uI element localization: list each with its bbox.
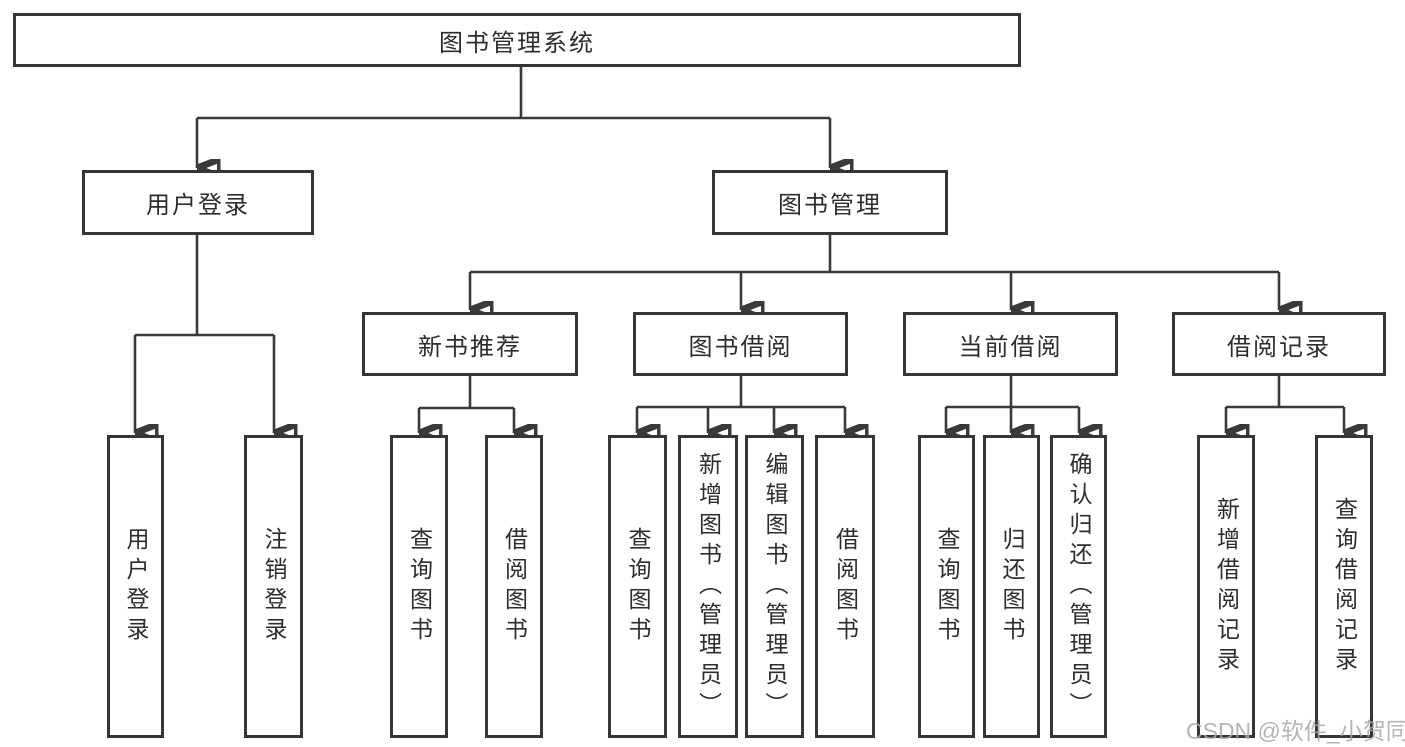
node-book-management: 图书管理 bbox=[712, 170, 948, 235]
leaf-borrow-books-recommend-label: 借阅图书 bbox=[501, 526, 528, 647]
leaf-edit-books-admin: 编辑图书（管理员） bbox=[745, 435, 804, 738]
leaf-borrow-books-recommend: 借阅图书 bbox=[485, 435, 543, 738]
node-current-borrow-label: 当前借阅 bbox=[958, 333, 1063, 361]
leaf-logout-label: 注销登录 bbox=[261, 526, 287, 647]
leaf-edit-books-admin-label: 编辑图书（管理员） bbox=[762, 451, 788, 722]
leaf-return-books: 归还图书 bbox=[983, 435, 1040, 738]
node-book-borrow: 图书借阅 bbox=[633, 312, 848, 376]
node-new-book-recommend: 新书推荐 bbox=[362, 312, 578, 376]
leaf-add-borrow-record-label: 新增借阅记录 bbox=[1213, 496, 1240, 677]
leaf-return-books-label: 归还图书 bbox=[999, 526, 1025, 647]
csdn-watermark: CSDN @软件_小贺同学 bbox=[1186, 718, 1405, 744]
leaf-query-borrow-record-label: 查询借阅记录 bbox=[1331, 496, 1358, 677]
leaf-user-login: 用户登录 bbox=[107, 435, 164, 738]
leaf-confirm-return-admin-label: 确认归还（管理员） bbox=[1066, 451, 1092, 722]
node-borrow-records: 借阅记录 bbox=[1172, 312, 1386, 376]
leaf-query-books-borrow: 查询图书 bbox=[608, 435, 667, 738]
leaf-query-books-recommend-label: 查询图书 bbox=[406, 526, 433, 647]
leaf-query-books-recommend: 查询图书 bbox=[390, 435, 448, 738]
leaf-add-books-admin-label: 新增图书（管理员） bbox=[695, 451, 722, 722]
leaf-user-login-label: 用户登录 bbox=[123, 526, 149, 647]
leaf-borrow-books-label: 借阅图书 bbox=[832, 526, 859, 647]
leaf-confirm-return-admin: 确认归还（管理员） bbox=[1050, 435, 1107, 738]
leaf-add-books-admin: 新增图书（管理员） bbox=[678, 435, 738, 738]
leaf-logout: 注销登录 bbox=[244, 435, 303, 738]
node-root-label: 图书管理系统 bbox=[439, 29, 595, 57]
node-book-borrow-label: 图书借阅 bbox=[688, 333, 793, 361]
node-user-login: 用户登录 bbox=[82, 170, 314, 235]
node-current-borrow: 当前借阅 bbox=[903, 312, 1118, 376]
leaf-query-books-borrow-label: 查询图书 bbox=[625, 526, 651, 647]
leaf-query-borrow-record: 查询借阅记录 bbox=[1315, 435, 1373, 738]
leaf-borrow-books: 借阅图书 bbox=[815, 435, 875, 738]
leaf-query-books-current-label: 查询图书 bbox=[934, 526, 960, 647]
node-root: 图书管理系统 bbox=[13, 13, 1021, 67]
node-book-management-label: 图书管理 bbox=[778, 192, 882, 219]
leaf-add-borrow-record: 新增借阅记录 bbox=[1197, 435, 1255, 738]
node-user-login-label: 用户登录 bbox=[146, 192, 250, 219]
leaf-query-books-current: 查询图书 bbox=[918, 435, 975, 738]
node-borrow-records-label: 借阅记录 bbox=[1227, 333, 1331, 361]
node-new-book-recommend-label: 新书推荐 bbox=[418, 333, 522, 361]
